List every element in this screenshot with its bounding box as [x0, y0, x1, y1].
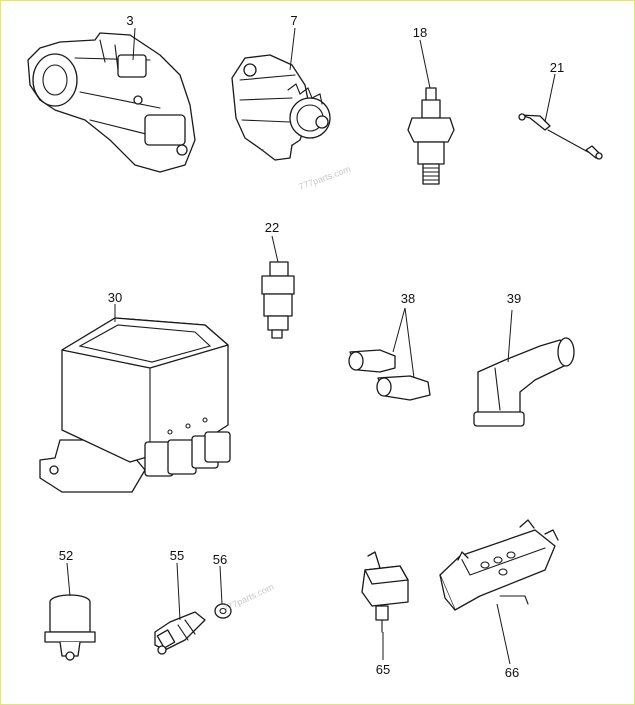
part-56-washer[interactable]	[214, 603, 232, 619]
leader-66	[496, 603, 511, 665]
part-21-cable[interactable]	[518, 113, 603, 160]
part-52-relay[interactable]	[44, 594, 96, 661]
callout-66[interactable]: 66	[505, 665, 519, 680]
callout-39[interactable]: 39	[507, 291, 521, 306]
part-22-switch[interactable]	[261, 261, 295, 339]
part-39-elbow-boot[interactable]	[473, 337, 575, 427]
leader-18	[419, 39, 431, 89]
callout-18[interactable]: 18	[413, 25, 427, 40]
part-30-regulator[interactable]	[39, 317, 231, 493]
leader-52	[66, 562, 71, 597]
callout-22[interactable]: 22	[265, 220, 279, 235]
part-3-starter-motor[interactable]	[27, 32, 196, 173]
part-7-alternator[interactable]	[231, 54, 331, 161]
leader-7	[289, 27, 296, 71]
callout-21[interactable]: 21	[550, 60, 564, 75]
callout-3[interactable]: 3	[126, 13, 133, 28]
callout-52[interactable]: 52	[59, 548, 73, 563]
callout-7[interactable]: 7	[290, 13, 297, 28]
leader-38b	[404, 307, 415, 379]
watermark: 777parts.com	[222, 582, 276, 614]
leader-39	[507, 309, 513, 363]
watermark: 777parts.com	[297, 164, 352, 192]
part-18-pressure-switch[interactable]	[407, 87, 455, 185]
part-38-terminal-caps[interactable]	[348, 349, 431, 401]
callout-38[interactable]: 38	[401, 291, 415, 306]
callout-30[interactable]: 30	[108, 290, 122, 305]
leader-38a	[392, 307, 406, 353]
leader-22	[271, 235, 279, 263]
leader-56	[219, 565, 223, 605]
callout-55[interactable]: 55	[170, 548, 184, 563]
part-65-relay[interactable]	[361, 551, 409, 633]
callout-65[interactable]: 65	[376, 662, 390, 677]
part-66-resistor[interactable]	[439, 519, 559, 611]
part-55-sender[interactable]	[154, 611, 206, 655]
leader-21	[544, 73, 556, 123]
leader-55	[176, 562, 181, 621]
callout-56[interactable]: 56	[213, 552, 227, 567]
leader-3	[132, 27, 136, 61]
